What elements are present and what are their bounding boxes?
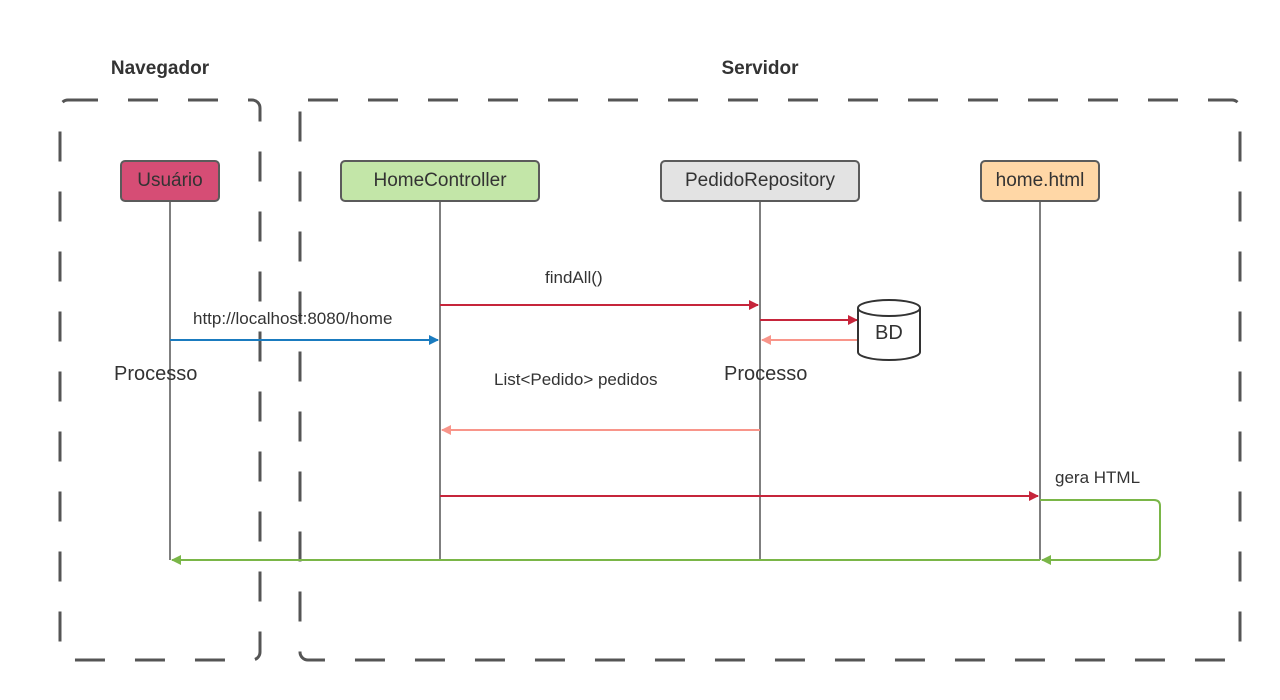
database-label: BD [875,322,903,344]
server-frame [298,98,1242,662]
gera-html-loop [1040,499,1161,565]
participant-usuario: Usuário [120,160,220,202]
processo-browser-note: Processo [114,363,198,385]
group-title-browser: Navegador [110,58,210,79]
participant-homecontroller-label: HomeController [373,170,507,191]
participant-homehtml: home.html [980,160,1100,202]
request-label: http://localhost:8080/home [193,309,393,328]
database-icon [857,299,921,361]
gera-html-label: gera HTML [1055,468,1141,487]
participant-pedidorepository-label: PedidoRepository [685,170,835,191]
processo-repository-note: Processo [724,363,808,385]
find-all-label: findAll() [545,268,603,287]
result-label: List<Pedido> pedidos [494,370,658,389]
group-title-server: Servidor [721,58,799,79]
participant-pedidorepository: PedidoRepository [660,160,860,202]
participant-homecontroller: HomeController [340,160,540,202]
participant-usuario-label: Usuário [137,170,203,191]
browser-frame [58,98,262,662]
participant-homehtml-label: home.html [995,170,1085,191]
